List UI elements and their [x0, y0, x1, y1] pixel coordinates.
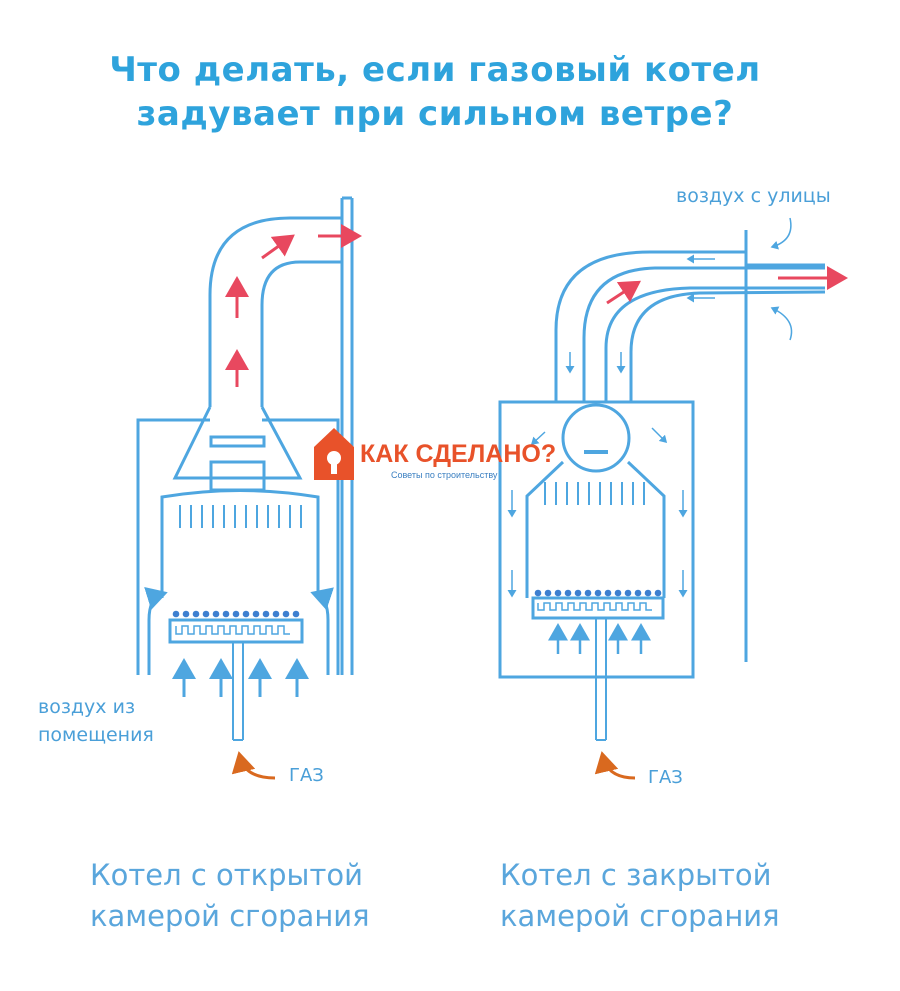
flue-gas-arrows-left — [225, 224, 362, 387]
open-chamber-boiler — [136, 196, 354, 741]
room-air-arrows — [144, 586, 335, 697]
burner-right — [531, 596, 665, 620]
title-line-1: Что делать, если газовый котел — [109, 50, 761, 90]
flames-right — [534, 589, 662, 597]
heat-exchanger-left — [160, 489, 320, 598]
exchanger-fins-right — [544, 482, 645, 505]
caption-open-line-1: Котел с открытой — [90, 858, 363, 892]
gas-arrow-right — [594, 751, 636, 780]
caption-open-line-2: камерой сгорания — [90, 899, 370, 933]
room-air-label-line-1: воздух из — [38, 696, 136, 718]
burner-air-arrows-right — [548, 623, 651, 654]
intake-air-arrows — [507, 217, 793, 598]
page-title: Что делать, если газовый котел задувает … — [0, 48, 870, 136]
draft-hood — [172, 406, 303, 480]
room-air-label-line-2: помещения — [38, 724, 154, 746]
burner-left — [168, 618, 304, 644]
watermark-brand: КАК СДЕЛАНО? — [360, 440, 557, 468]
heat-exchanger-right — [525, 460, 666, 598]
caption-closed-line-1: Котел с закрытой — [500, 858, 772, 892]
outside-air-label: воздух с улицы — [676, 185, 831, 207]
gas-label-left: ГАЗ — [289, 765, 324, 786]
closed-chamber-boiler — [498, 230, 826, 741]
flue-gas-arrows-right — [606, 266, 848, 305]
watermark-tagline: Советы по строительству — [391, 470, 498, 480]
flue-pipe-left — [208, 216, 342, 407]
room-air-label: воздух из помещения — [38, 693, 154, 749]
caption-open-chamber: Котел с открытой камерой сгорания — [90, 855, 370, 937]
watermark-house-icon — [314, 428, 354, 480]
gas-arrow-left — [231, 751, 276, 780]
flames-left — [172, 610, 300, 618]
fan — [561, 403, 631, 473]
exchanger-fins-left — [179, 505, 302, 528]
caption-closed-line-2: камерой сгорания — [500, 899, 780, 933]
coaxial-pipe-outer — [554, 250, 825, 402]
open-boiler-casing — [136, 418, 340, 675]
gas-label-right: ГАЗ — [648, 767, 683, 788]
coaxial-pipe-inner — [582, 266, 825, 402]
caption-closed-chamber: Котел с закрытой камерой сгорания — [500, 855, 780, 937]
title-line-2: задувает при сильном ветре? — [136, 94, 734, 134]
